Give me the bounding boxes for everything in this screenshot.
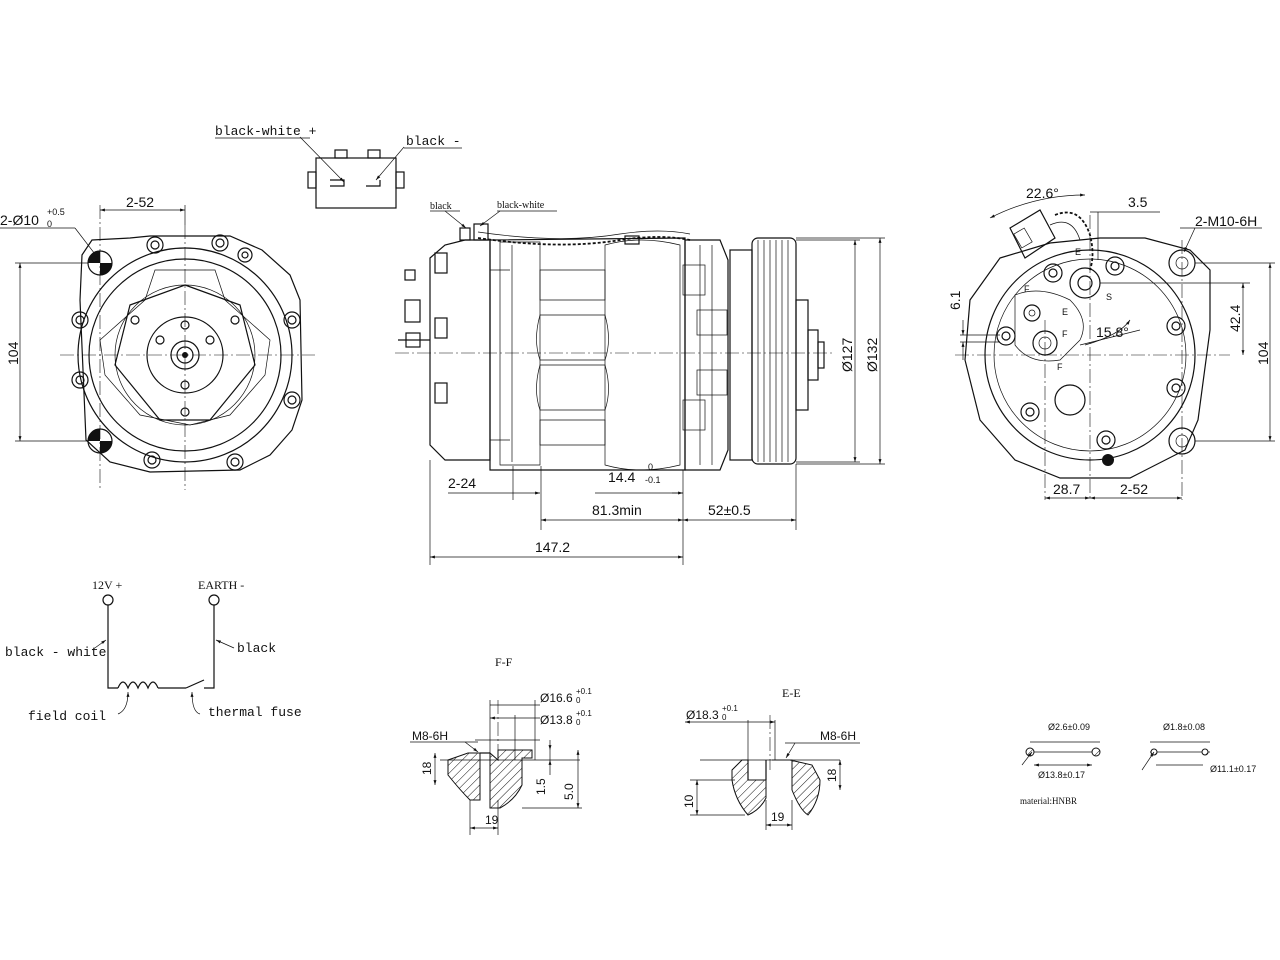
side-dim-14-4-label: 14.4 bbox=[608, 469, 635, 485]
ee-dim-10-label: 10 bbox=[682, 794, 696, 808]
ff-dia-16-6-label: Ø16.6 bbox=[540, 691, 573, 705]
side-dim-14-4-tol-up: 0 bbox=[648, 462, 653, 472]
rear-dim-28-7-label: 28.7 bbox=[1053, 481, 1080, 497]
rear-height-label: 104 bbox=[1255, 341, 1271, 365]
connector-detail: black-white + black - bbox=[215, 124, 462, 209]
front-view: 2-52 104 2-Ø10 +0.5 0 bbox=[0, 194, 315, 490]
rear-marker-e2: E bbox=[1062, 307, 1068, 317]
section-ee-title: E-E bbox=[782, 686, 801, 700]
ff-dim-5-0-label: 5.0 bbox=[562, 783, 576, 800]
oring-details: Ø2.6±0.09 Ø13.8±0.17 material:HNBR Ø1.8±… bbox=[1020, 722, 1256, 806]
rear-marker-s: S bbox=[1106, 292, 1112, 302]
ff-dim-18-label: 18 bbox=[420, 761, 434, 775]
side-dim-147-2-label: 147.2 bbox=[535, 539, 570, 555]
ee-dim-19-label: 19 bbox=[771, 810, 785, 824]
ff-dia-13-8-tol-up: +0.1 bbox=[576, 709, 592, 718]
side-dim-81-3-label: 81.3min bbox=[592, 502, 642, 518]
front-spacing-label: 2-52 bbox=[126, 194, 154, 210]
side-dim-14-4-tol-low: -0.1 bbox=[645, 475, 661, 485]
side-view: black black-white Ø127 Ø132 2-24 14.4 0 … bbox=[395, 200, 885, 565]
side-wire-black-label: black bbox=[430, 201, 452, 212]
oring2-inner-label: Ø11.1±0.17 bbox=[1210, 764, 1256, 774]
rear-marker-f2: F bbox=[1062, 329, 1068, 339]
ff-dim-1-5-label: 1.5 bbox=[534, 778, 548, 795]
side-dim-2-24-label: 2-24 bbox=[448, 475, 476, 491]
side-dia-132-label: Ø132 bbox=[864, 338, 880, 372]
rear-spacing-label: 2-52 bbox=[1120, 481, 1148, 497]
ee-dia-18-3-label: Ø18.3 bbox=[686, 708, 719, 722]
ee-dim-18-label: 18 bbox=[825, 768, 839, 782]
front-height-label: 104 bbox=[5, 341, 21, 365]
ee-thread-label: M8-6H bbox=[820, 729, 856, 743]
wiring-coil-label: field coil bbox=[28, 709, 106, 724]
wiring-right-wire-label: black bbox=[237, 641, 276, 656]
ff-thread-label: M8-6H bbox=[412, 729, 448, 743]
ee-dia-18-3-tol-low: 0 bbox=[722, 713, 727, 722]
oring2-cross-label: Ø1.8±0.08 bbox=[1163, 722, 1205, 732]
oring1-cross-label: Ø2.6±0.09 bbox=[1048, 722, 1090, 732]
connector-right-wire-label: black - bbox=[406, 134, 461, 149]
connector-left-wire-label: black-white + bbox=[215, 124, 317, 139]
section-ff-title: F-F bbox=[495, 655, 513, 669]
rear-thread-label: 2-M10-6H bbox=[1195, 213, 1257, 229]
side-dia-127-label: Ø127 bbox=[839, 338, 855, 372]
oring-material-label: material:HNBR bbox=[1020, 796, 1077, 806]
ff-dia-16-6-tol-up: +0.1 bbox=[576, 687, 592, 696]
rear-angle-22-6-label: 22.6° bbox=[1026, 185, 1059, 201]
wiring-neg-terminal-label: EARTH - bbox=[198, 578, 244, 592]
ff-dia-13-8-label: Ø13.8 bbox=[540, 713, 573, 727]
rear-marker-f3: F bbox=[1057, 362, 1063, 372]
ff-dim-19-label: 19 bbox=[485, 813, 499, 827]
front-hole-tol-up: +0.5 bbox=[47, 207, 65, 217]
oring1-inner-label: Ø13.8±0.17 bbox=[1038, 770, 1085, 780]
side-dim-52-label: 52±0.5 bbox=[708, 502, 751, 518]
wiring-pos-terminal-label: 12V + bbox=[92, 578, 122, 592]
ee-dia-18-3-tol-up: +0.1 bbox=[722, 704, 738, 713]
ff-dia-16-6-tol-low: 0 bbox=[576, 696, 581, 705]
ff-dia-13-8-tol-low: 0 bbox=[576, 718, 581, 727]
wiring-fuse-label: thermal fuse bbox=[208, 705, 302, 720]
rear-angle-15-8-label: 15.8° bbox=[1096, 324, 1129, 340]
rear-marker-f1: F bbox=[1024, 284, 1030, 294]
wiring-diagram: 12V + EARTH - black - white black field … bbox=[5, 578, 302, 724]
front-hole-tol-low: 0 bbox=[47, 219, 52, 229]
section-ee: E-E Ø18.3 +0.1 0 M8-6H 18 10 19 bbox=[682, 686, 860, 830]
section-ff: F-F Ø16.6 +0.1 0 Ø13.8 +0.1 0 M8-6H 18 1… bbox=[410, 655, 592, 835]
front-hole-note: 2-Ø10 bbox=[0, 212, 39, 228]
rear-dim-6-1-label: 6.1 bbox=[947, 290, 963, 310]
rear-dim-42-4-label: 42.4 bbox=[1227, 305, 1243, 332]
rear-view: F F F E E S 22.6° 3.5 2-M10-6H 6.1 42.4 … bbox=[947, 185, 1275, 500]
rear-dim-3-5-label: 3.5 bbox=[1128, 194, 1148, 210]
side-wire-black-white-label: black-white bbox=[497, 200, 545, 211]
wiring-left-wire-label: black - white bbox=[5, 645, 106, 660]
rear-marker-e1: E bbox=[1075, 247, 1081, 257]
